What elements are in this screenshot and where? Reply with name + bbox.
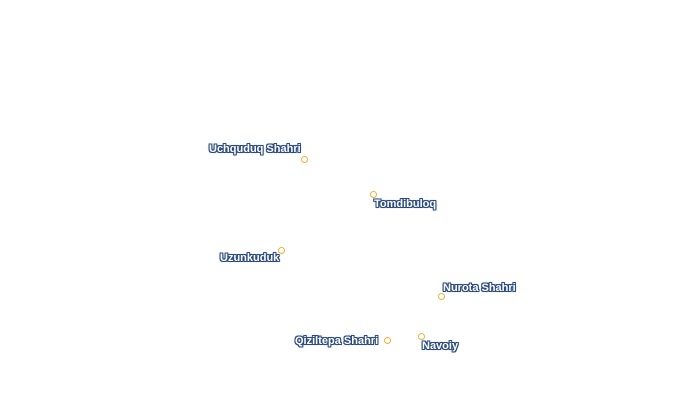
place-marker-uchquduq[interactable]: [301, 156, 308, 163]
place-marker-qiziltepa[interactable]: [384, 337, 391, 344]
place-label-navoiy: Navoiy: [422, 340, 459, 352]
place-label-uzunkuduk: Uzunkuduk: [220, 252, 280, 264]
place-label-tomdibuloq: Tomdibuloq: [374, 198, 437, 210]
place-marker-navoiy[interactable]: [418, 333, 425, 340]
place-marker-nurota[interactable]: [438, 293, 445, 300]
place-marker-uzunkuduk[interactable]: [278, 247, 285, 254]
place-label-uchquduq: Uchquduq Shahri: [209, 143, 301, 155]
place-label-qiziltepa: Qiziltepa Shahri: [295, 335, 379, 347]
place-label-nurota: Nurota Shahri: [443, 282, 516, 294]
place-marker-tomdibuloq[interactable]: [370, 191, 377, 198]
